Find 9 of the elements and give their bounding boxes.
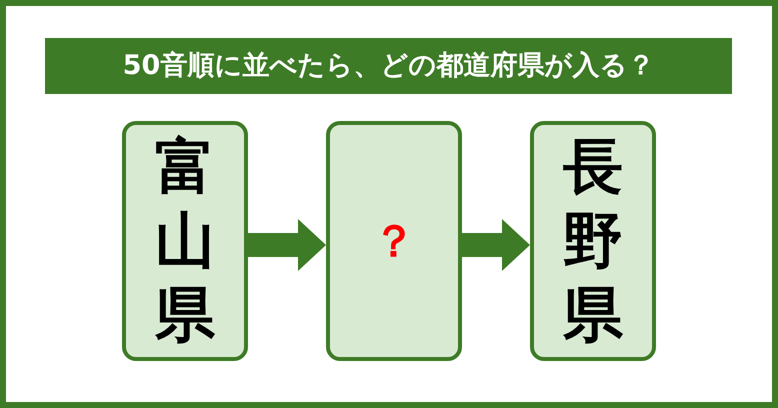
text-box — [122, 121, 248, 361]
question-mark: ？ — [372, 214, 416, 268]
title-banner: 50音順に並べたら、どの都道府県が入る？ — [45, 38, 732, 94]
text-box — [530, 121, 656, 361]
text-box — [326, 121, 462, 361]
arrow — [248, 219, 326, 271]
arrow — [462, 219, 530, 271]
prefecture-name: 富山県 — [154, 131, 216, 352]
prefecture-name: 長野県 — [562, 131, 624, 352]
